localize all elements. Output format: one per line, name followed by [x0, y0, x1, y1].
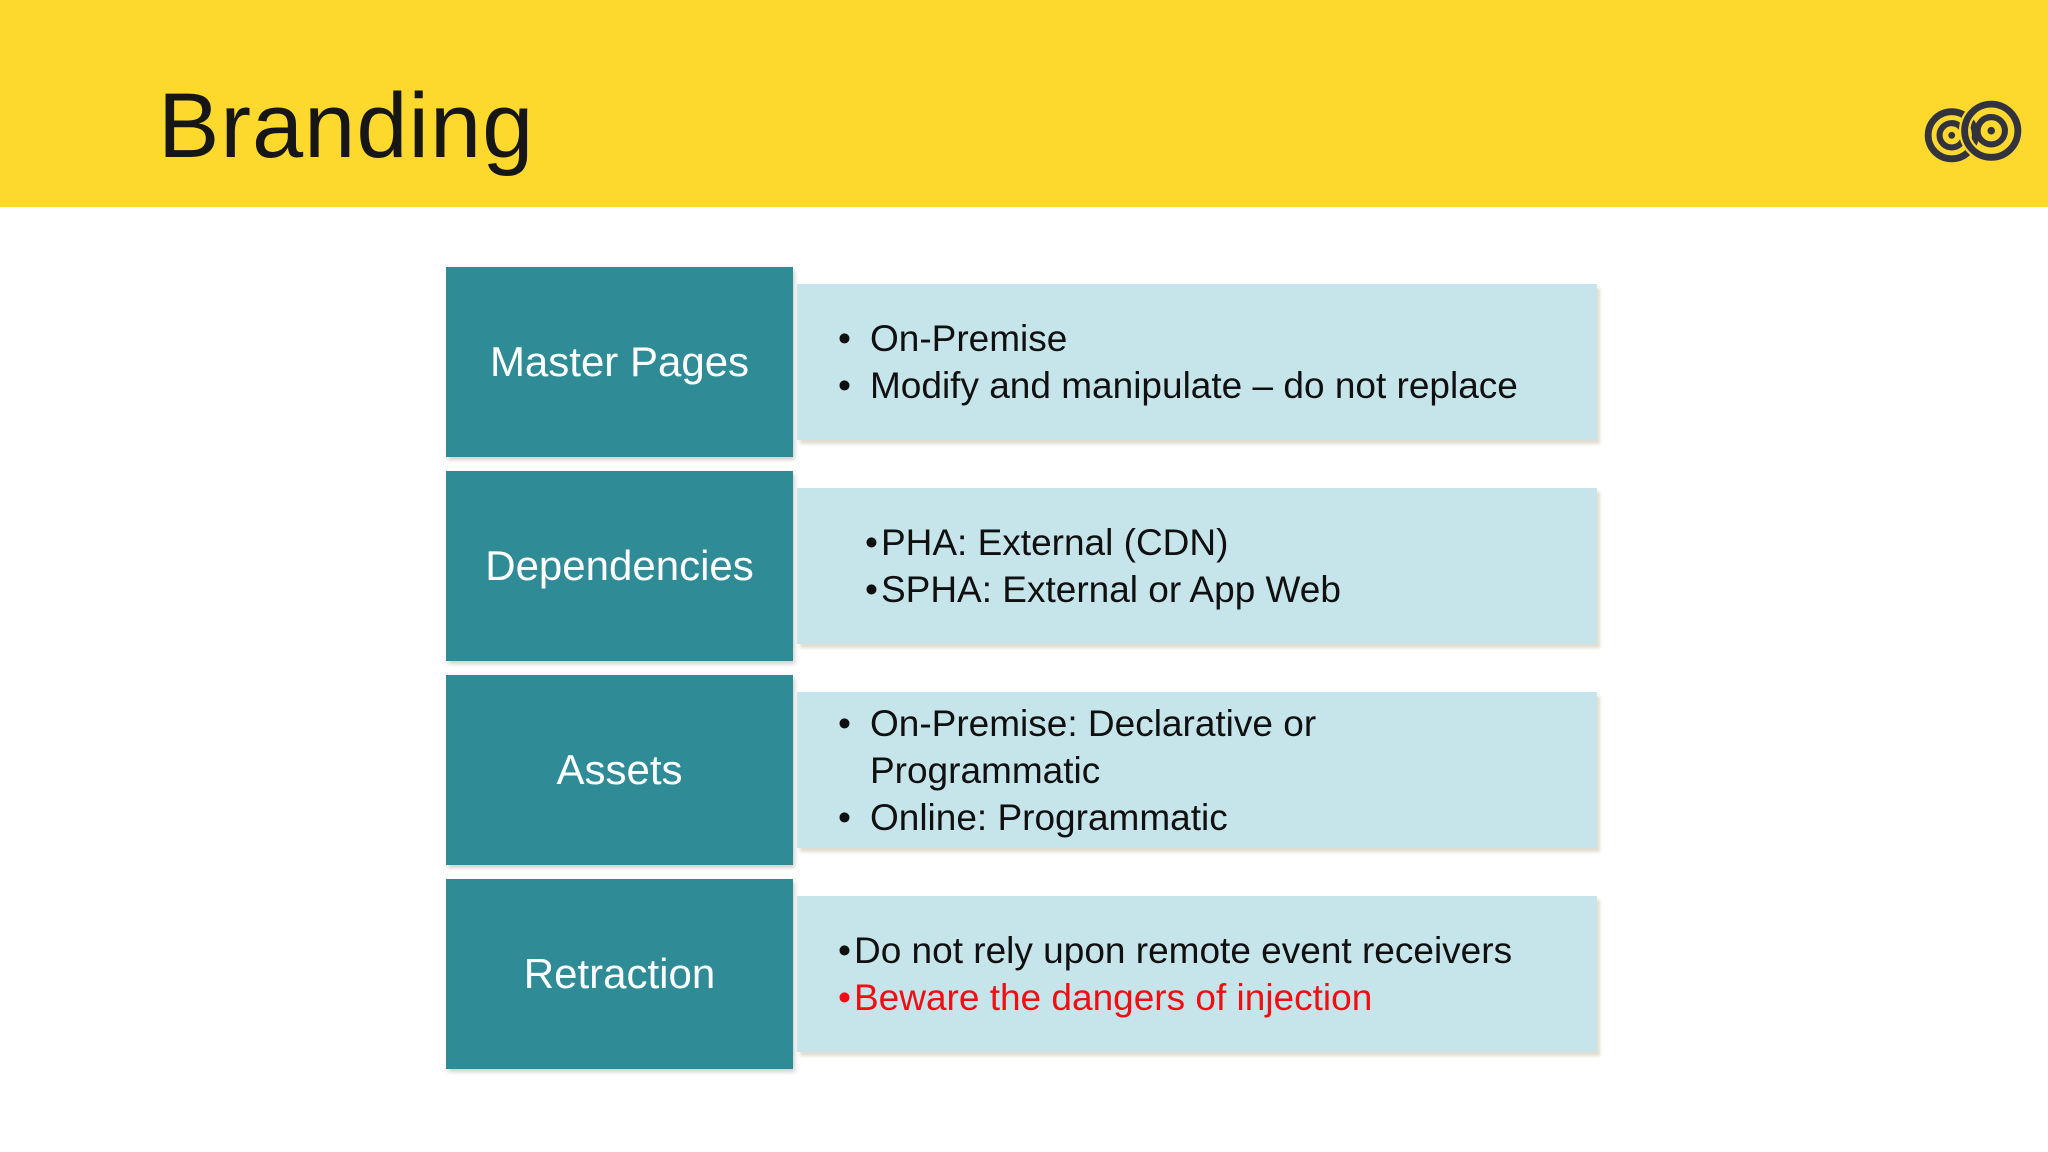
- row-label-dependencies: Dependencies: [446, 471, 793, 661]
- table-row-retraction: Retraction • Do not rely upon remote eve…: [446, 879, 1597, 1069]
- bullet-text: SPHA: External or App Web: [880, 569, 1341, 610]
- table-row-master-pages: Master Pages • On-Premise • Modify and m…: [446, 267, 1597, 457]
- bullet-dot: •: [838, 930, 851, 971]
- row-label-text: Dependencies: [485, 542, 754, 589]
- bullet-item: • Modify and manipulate – do not replace: [838, 362, 1579, 409]
- bullet-item: • On-Premise: [838, 315, 1579, 362]
- row-label-master-pages: Master Pages: [446, 267, 793, 457]
- bullet-item: • Do not rely upon remote event receiver…: [838, 927, 1579, 974]
- bullet-dot: •: [865, 522, 878, 563]
- row-label-text: Master Pages: [489, 338, 750, 385]
- bullet-text: Beware the dangers of injection: [853, 977, 1373, 1018]
- bullet-text: PHA: External (CDN): [880, 522, 1229, 563]
- row-label-text: Assets: [556, 746, 683, 793]
- bullet-item: • SPHA: External or App Web: [865, 566, 1579, 613]
- branding-table: Master Pages • On-Premise • Modify and m…: [446, 267, 1597, 1069]
- row-label-text: Retraction: [523, 950, 716, 997]
- bullet-text: Do not rely upon remote event receivers: [853, 930, 1513, 971]
- bullet-text: On-Premise: [869, 318, 1068, 359]
- bullet-item-warning: • Beware the dangers of injection: [838, 974, 1579, 1021]
- row-content-dependencies: • PHA: External (CDN) • SPHA: External o…: [797, 488, 1597, 644]
- bullet-text: Modify and manipulate – do not replace: [869, 365, 1518, 406]
- row-content-retraction: • Do not rely upon remote event receiver…: [797, 896, 1597, 1052]
- table-row-assets: Assets • On-Premise: Declarative or Prog…: [446, 675, 1597, 865]
- bullet-dot: •: [838, 796, 851, 838]
- bullet-dot: •: [838, 318, 851, 359]
- bullet-item: • On-Premise: Declarative or Programmati…: [838, 700, 1579, 794]
- bullet-dot: •: [838, 977, 851, 1018]
- slide-title: Branding: [158, 75, 535, 177]
- row-content-master-pages: • On-Premise • Modify and manipulate – d…: [797, 284, 1597, 440]
- bullet-text: On-Premise: Declarative or Programmatic: [869, 702, 1317, 791]
- bullet-dot: •: [838, 702, 851, 744]
- double-spiral-logo-icon: [1924, 98, 2024, 164]
- row-content-assets: • On-Premise: Declarative or Programmati…: [797, 692, 1597, 848]
- title-band: [0, 0, 2048, 207]
- bullet-text: Online: Programmatic: [869, 796, 1228, 838]
- bullet-dot: •: [865, 569, 878, 610]
- table-row-dependencies: Dependencies • PHA: External (CDN) • SPH…: [446, 471, 1597, 661]
- row-label-retraction: Retraction: [446, 879, 793, 1069]
- row-label-assets: Assets: [446, 675, 793, 865]
- bullet-dot: •: [838, 365, 851, 406]
- bullet-item: • Online: Programmatic: [838, 794, 1579, 841]
- bullet-item: • PHA: External (CDN): [865, 519, 1579, 566]
